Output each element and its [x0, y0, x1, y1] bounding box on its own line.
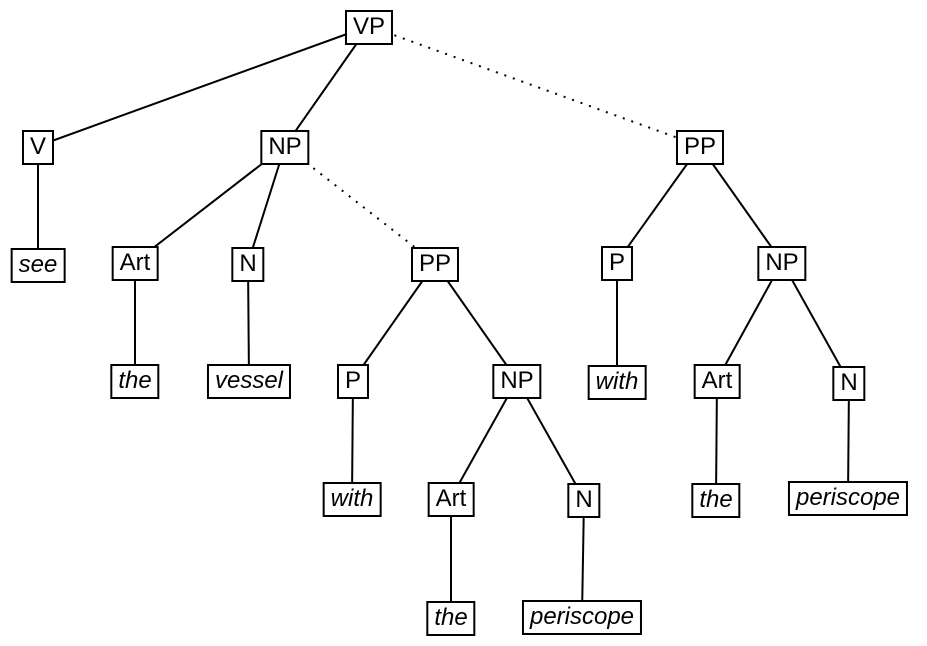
tree-node-label: periscope: [795, 484, 901, 511]
tree-node-see: see: [10, 248, 66, 283]
tree-node-periscope_high: periscope: [787, 481, 909, 516]
tree-edge-np_object-n_left: [247, 145, 286, 264]
tree-node-label: PP: [418, 250, 452, 277]
tree-node-pp_low: PP: [410, 247, 460, 282]
tree-node-label: N: [840, 369, 858, 396]
tree-edge-art_high-the_high: [715, 379, 718, 500]
tree-node-label: with: [595, 368, 639, 395]
tree-edge-p_low-with_low: [351, 379, 354, 499]
tree-node-np_low: NP: [492, 364, 542, 399]
tree-node-label: Art: [435, 485, 467, 512]
tree-node-label: with: [330, 485, 374, 512]
tree-node-v: V: [21, 130, 55, 165]
tree-node-label: VP: [352, 13, 386, 40]
tree-node-n_left: N: [231, 247, 265, 282]
tree-node-art_left: Art: [111, 246, 159, 281]
tree-edge-n_left-vessel: [247, 262, 250, 381]
tree-node-label: NP: [765, 249, 799, 276]
tree-edge-n_high-periscope_high: [847, 381, 850, 498]
tree-node-periscope_low: periscope: [521, 600, 643, 635]
tree-edge-n_low-periscope_low: [581, 498, 585, 617]
tree-node-label: P: [344, 367, 362, 394]
tree-node-label: vessel: [214, 367, 284, 394]
tree-node-label: Art: [119, 249, 151, 276]
tree-edge-pp_low-np_low: [434, 262, 518, 381]
tree-node-vp: VP: [344, 10, 394, 45]
tree-node-label: see: [18, 251, 58, 278]
tree-edge-np_low-n_low: [516, 379, 585, 500]
tree-node-label: NP: [268, 133, 302, 160]
tree-edge-vp-pp_high-dotted: [368, 25, 701, 147]
tree-edge-pp_high-np_high: [699, 145, 783, 263]
tree-node-n_high: N: [832, 366, 866, 401]
tree-edge-np_low-art_low: [450, 379, 518, 499]
tree-node-label: N: [575, 486, 593, 513]
tree-edge-pp_high-p_high: [616, 145, 701, 263]
tree-edge-vp-np_object: [284, 25, 370, 147]
tree-node-p_low: P: [336, 364, 370, 399]
tree-node-art_low: Art: [427, 482, 475, 517]
tree-node-label: P: [608, 249, 626, 276]
tree-node-label: N: [239, 250, 257, 277]
tree-node-label: the: [699, 486, 733, 513]
tree-node-with_high: with: [587, 365, 647, 400]
tree-node-the_high: the: [691, 483, 741, 518]
tree-edge-pp_low-p_low: [352, 262, 436, 381]
tree-node-label: PP: [683, 133, 717, 160]
tree-node-the_low: the: [426, 601, 476, 636]
tree-node-vessel: vessel: [206, 364, 292, 399]
tree-node-with_low: with: [322, 482, 382, 517]
tree-edge-np_high-art_high: [716, 261, 783, 381]
tree-node-label: Art: [701, 367, 733, 394]
tree-node-art_high: Art: [693, 364, 741, 399]
tree-node-p_high: P: [600, 246, 634, 281]
tree-edge-np_high-n_high: [781, 261, 850, 383]
tree-node-pp_high: PP: [675, 130, 725, 165]
tree-node-label: V: [29, 133, 47, 160]
tree-node-np_high: NP: [757, 246, 807, 281]
tree-node-label: the: [434, 604, 468, 631]
tree-node-the_left: the: [110, 364, 160, 399]
tree-node-label: the: [118, 367, 152, 394]
tree-node-np_object: NP: [260, 130, 310, 165]
tree-node-label: periscope: [529, 603, 635, 630]
tree-edge-np_object-art_left: [134, 145, 286, 263]
tree-node-n_low: N: [567, 483, 601, 518]
tree-edge-vp-v: [37, 25, 370, 147]
tree-node-label: NP: [500, 367, 534, 394]
